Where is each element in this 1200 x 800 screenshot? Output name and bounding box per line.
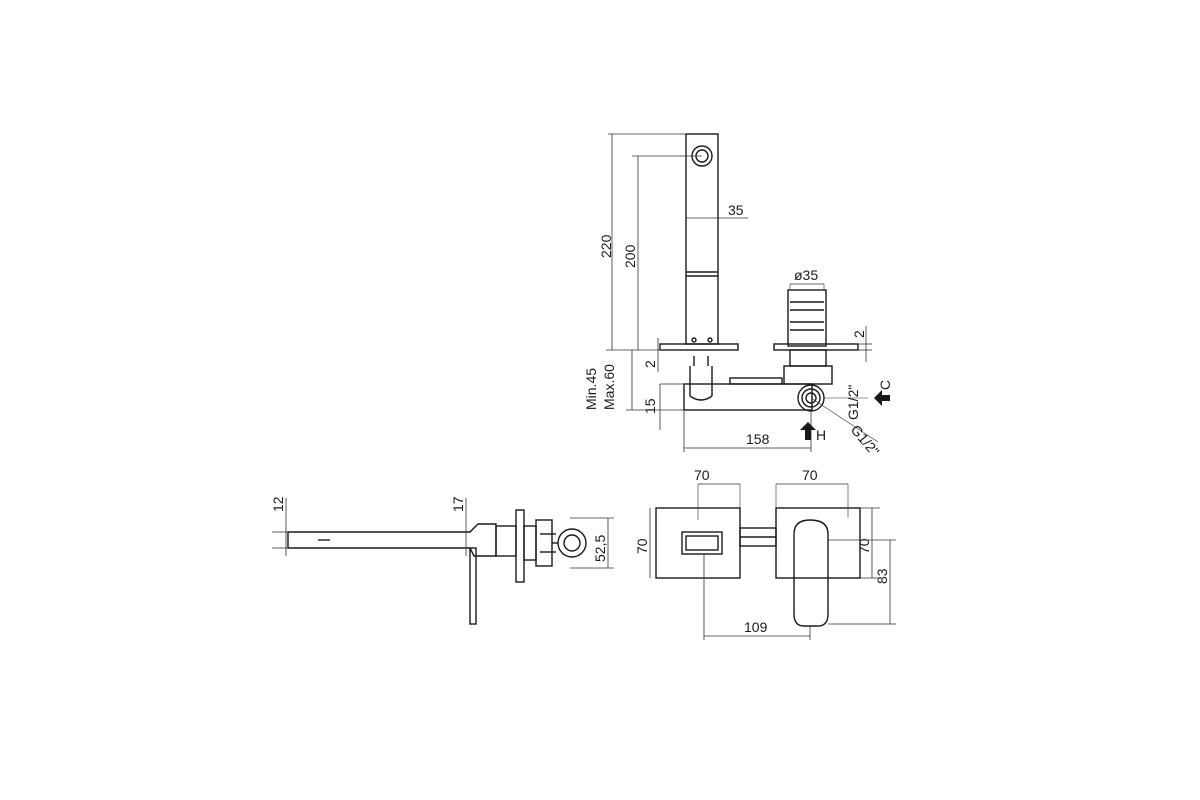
top-view: 220 200 35 ø35 2 2 Min.45 Max.60 15 158	[583, 133, 893, 459]
dim-109-label: 109	[744, 619, 768, 635]
dim-70-left-width-label: 70	[694, 467, 710, 483]
dim-70-right-height-label: 70	[856, 538, 872, 554]
front-view-outline	[655, 507, 861, 627]
dim-2-right-label: 2	[851, 330, 867, 338]
dim-158-label: 158	[746, 431, 770, 447]
dim-220-label: 220	[598, 234, 614, 258]
dim-2-left-label: 2	[642, 360, 658, 368]
dim-min-label: Min.45	[583, 368, 599, 410]
concealed-pipe	[683, 356, 825, 412]
dim-83-label: 83	[874, 568, 890, 584]
thread-top-label: G1/2"	[845, 385, 861, 420]
front-view: 70 70 70 70 83 109	[634, 467, 896, 640]
inlet-cold-label: C	[877, 380, 893, 390]
dim-35-label: 35	[728, 202, 744, 218]
spout-outline	[685, 133, 719, 345]
side-view: 12 17 52,5	[270, 496, 614, 625]
thread-bottom-label: G1/2"	[848, 422, 883, 459]
dim-70-right-width-label: 70	[802, 467, 818, 483]
dim-17-label: 17	[450, 496, 466, 512]
hot-inlet-arrow-icon	[800, 422, 816, 440]
cold-inlet-arrow-icon	[874, 390, 890, 406]
dim-52-5-label: 52,5	[592, 535, 608, 562]
dim-12-label: 12	[270, 496, 286, 512]
mixer-body-outline	[773, 289, 859, 385]
dim-max-label: Max.60	[601, 364, 617, 410]
inlet-hot-label: H	[816, 427, 826, 443]
spout-plate	[659, 343, 739, 351]
dim-diameter-35-label: ø35	[794, 267, 818, 283]
dim-200-label: 200	[622, 244, 638, 268]
side-view-outline	[287, 509, 587, 625]
dim-70-left-height-label: 70	[634, 538, 650, 554]
dim-15-label: 15	[642, 398, 658, 414]
